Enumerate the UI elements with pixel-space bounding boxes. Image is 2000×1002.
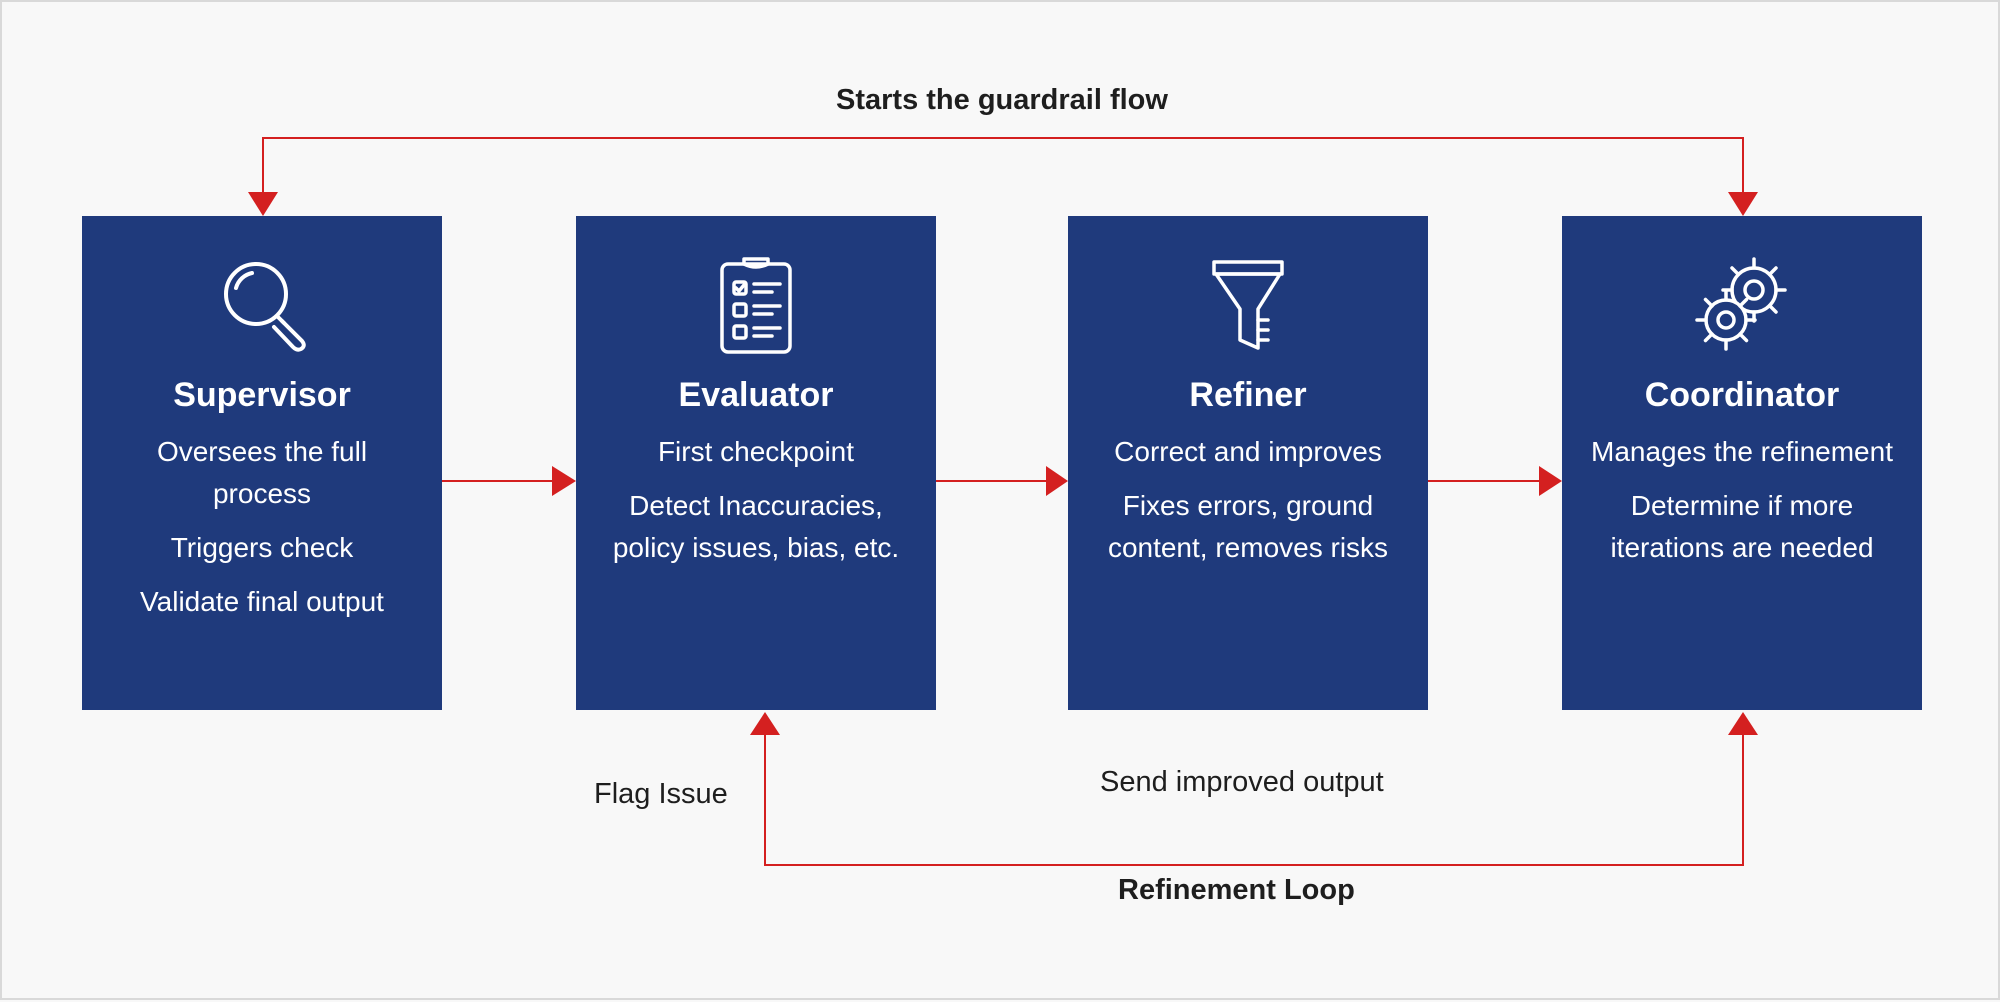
arrowhead-into-coordinator	[1539, 466, 1562, 496]
refiner-box: Refiner Correct and improves Fixes error…	[1068, 216, 1428, 710]
flag-issue-label: Flag Issue	[594, 778, 728, 810]
send-improved-output-label: Send improved output	[1100, 766, 1384, 798]
coordinator-line-2: Determine if more iterations are needed	[1610, 490, 1874, 563]
clipboard-checklist-icon	[720, 257, 792, 354]
coordinator-line-1: Manages the refinement	[1591, 436, 1893, 467]
evaluator-line-2: Detect Inaccuracies, policy issues, bias…	[612, 490, 900, 563]
arrowhead-into-coordinator-top	[1728, 192, 1758, 216]
refiner-line-1: Correct and improves	[1114, 436, 1382, 467]
arrowhead-up-evaluator	[750, 712, 780, 735]
top-flow-label: Starts the guardrail flow	[836, 84, 1168, 116]
evaluator-box: Evaluator First checkpoint Detect Inaccu…	[576, 216, 936, 710]
arrowhead-into-refiner	[1046, 466, 1068, 496]
funnel-icon	[1212, 260, 1284, 350]
coordinator-title: Coordinator	[1644, 376, 1840, 414]
top-loop-line	[262, 137, 1744, 192]
refinement-loop-label: Refinement Loop	[1118, 874, 1355, 906]
supervisor-line-2: Triggers check	[170, 532, 354, 563]
magnifier-icon	[224, 262, 306, 352]
arrowhead-up-coordinator	[1728, 712, 1758, 735]
refiner-line-2: Fixes errors, ground content, removes ri…	[1107, 490, 1389, 563]
evaluator-title: Evaluator	[678, 376, 834, 414]
coordinator-box: Coordinator Manages the refinement Deter…	[1562, 216, 1922, 710]
gears-icon	[1695, 257, 1787, 351]
refiner-title: Refiner	[1189, 376, 1307, 414]
supervisor-box: Supervisor Oversees the full process Tri…	[82, 216, 442, 710]
evaluator-line-1: First checkpoint	[657, 436, 855, 467]
refinement-loop-line	[764, 734, 1744, 866]
supervisor-line-1: Oversees the full process	[156, 436, 368, 509]
supervisor-title: Supervisor	[173, 376, 351, 414]
arrowhead-into-evaluator	[552, 466, 576, 496]
supervisor-line-3: Validate final output	[140, 586, 384, 617]
arrowhead-into-supervisor	[248, 192, 278, 216]
